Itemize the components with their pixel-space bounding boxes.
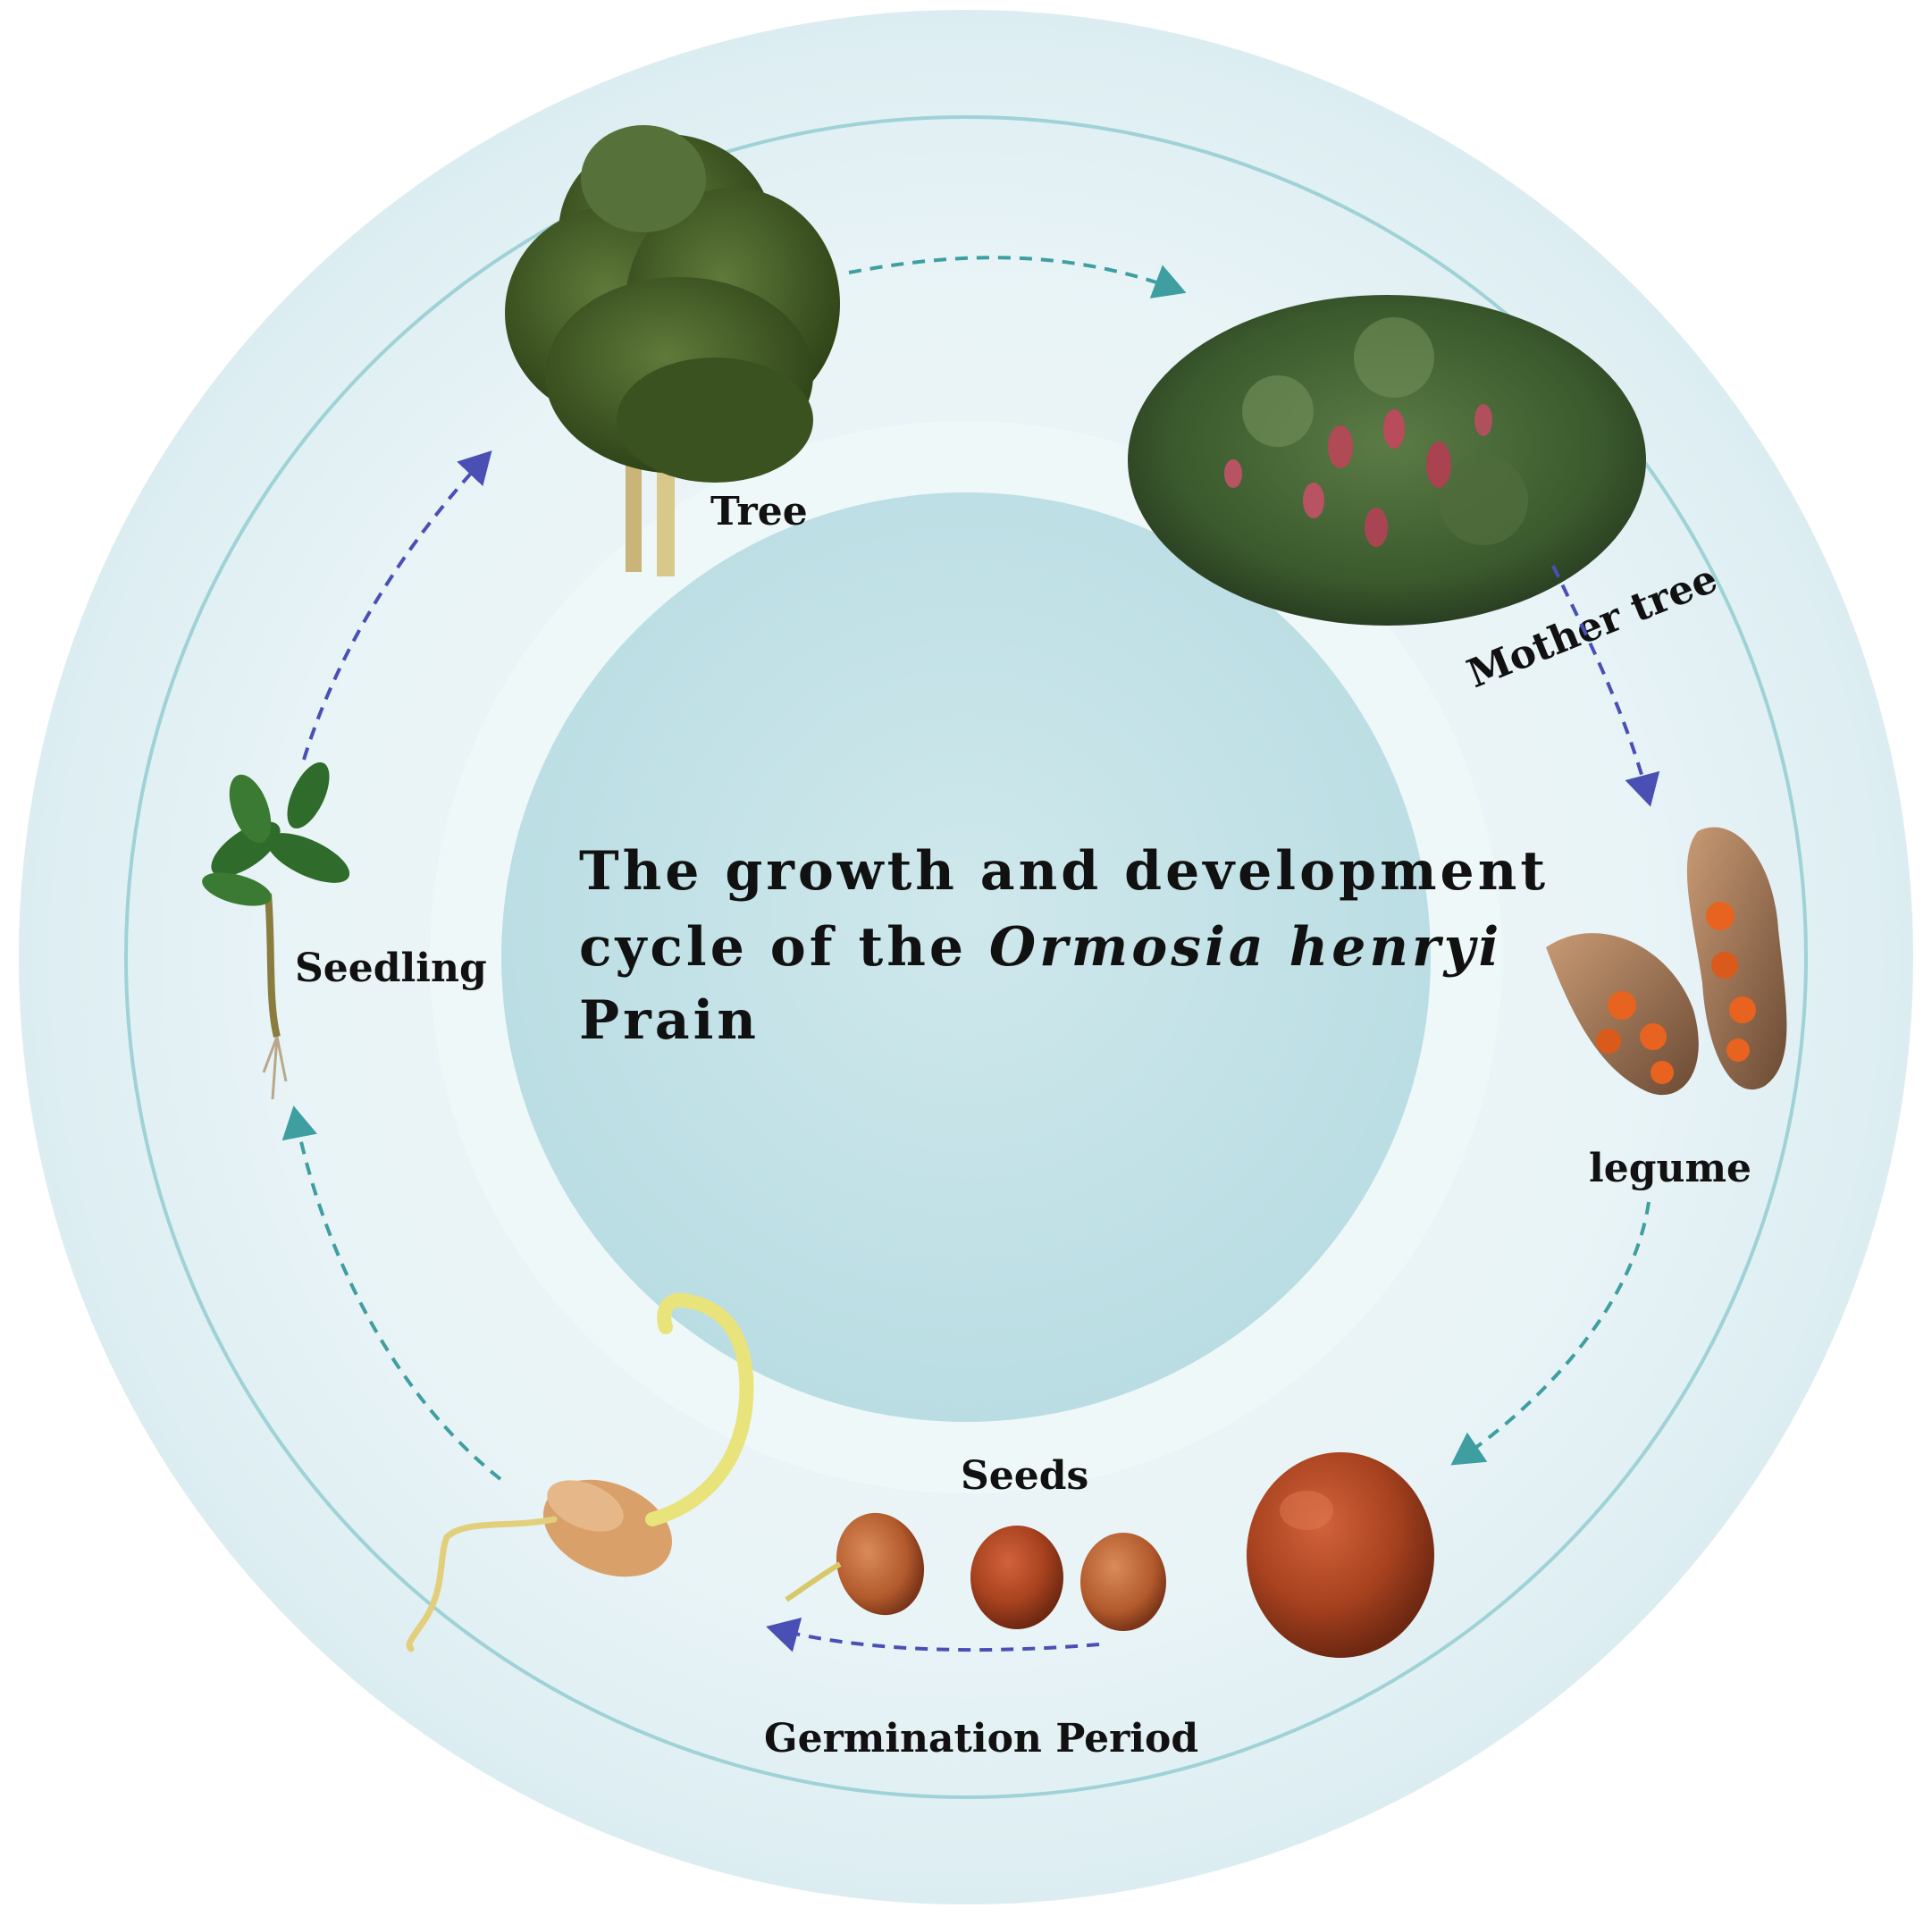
- stage-label-seedling: Seedling: [295, 946, 487, 991]
- arrow-legume-to-seeds: [1450, 1201, 1651, 1466]
- stage-label-seeds: Seeds: [961, 1453, 1088, 1499]
- stage-label-germination: Germination Period: [764, 1716, 1198, 1761]
- stage-label-legume: legume: [1589, 1146, 1751, 1191]
- inner-disc: [501, 492, 1431, 1422]
- stage-label-tree: Tree: [710, 489, 808, 534]
- title-line-1: The growth and development: [579, 840, 1549, 903]
- arrow-mother-tree-to-legume: [1551, 565, 1660, 807]
- title-line-3: Prain: [579, 989, 760, 1052]
- legume-image: [1546, 827, 1787, 1096]
- arrow-seeds-to-germination: [766, 1617, 1100, 1652]
- seedling-image: [202, 761, 350, 1100]
- germinating-seed-image: [406, 1292, 754, 1652]
- seeds-image: [785, 1452, 1434, 1658]
- mother-tree-image: [1128, 295, 1646, 626]
- diagram-title: The growth and development cycle of the …: [579, 840, 1549, 1052]
- arrow-seedling-to-tree: [302, 450, 492, 761]
- tree-image: [505, 125, 840, 576]
- arrow-germination-to-seedling: [281, 1106, 502, 1481]
- ring-line: [124, 115, 1808, 1799]
- cycle-arrows: [281, 256, 1660, 1652]
- title-line-2: cycle of the Ormosia henryi: [579, 916, 1502, 979]
- arrow-tree-to-mother-tree: [848, 256, 1187, 298]
